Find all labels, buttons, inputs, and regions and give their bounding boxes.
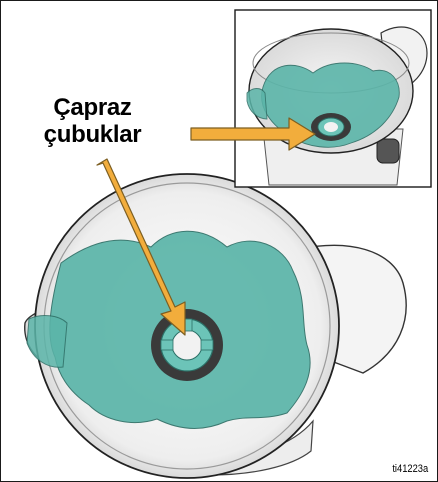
teal-spout-area bbox=[27, 316, 67, 368]
callout-label: Çapraz çubuklar bbox=[5, 94, 180, 148]
inset-knob bbox=[377, 139, 399, 163]
callout-line-2: çubuklar bbox=[5, 121, 180, 148]
drain-inner bbox=[172, 330, 202, 360]
callout-line-1: Çapraz bbox=[5, 94, 180, 121]
cross-bar-right bbox=[201, 340, 213, 350]
inset-drain-inner bbox=[324, 122, 338, 132]
main-funnel-view bbox=[25, 174, 406, 478]
figure-id: ti41223a bbox=[392, 463, 428, 475]
inset-view bbox=[235, 10, 431, 187]
cross-bar-left bbox=[161, 340, 173, 350]
